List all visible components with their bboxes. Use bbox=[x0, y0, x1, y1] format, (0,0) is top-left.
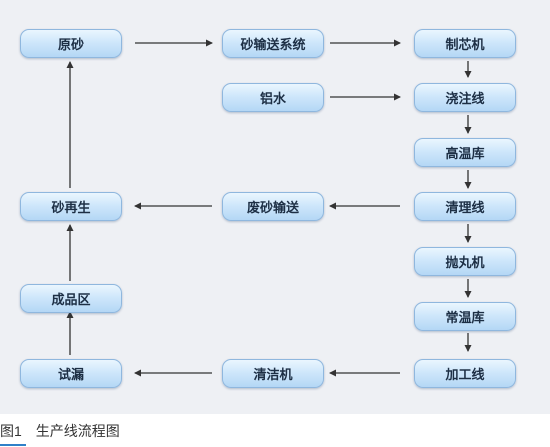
node-pouring-line: 浇注线 bbox=[414, 83, 516, 112]
caption-text: 生产线流程图 bbox=[35, 424, 120, 440]
figure-caption: 图1 生产线流程图 bbox=[0, 418, 120, 444]
caption-underline bbox=[0, 444, 26, 446]
node-cleaning-machine: 清洁机 bbox=[222, 359, 324, 388]
node-high-temp-storage: 高温库 bbox=[414, 138, 516, 167]
node-room-temp-storage: 常温库 bbox=[414, 302, 516, 331]
node-core-making: 制芯机 bbox=[414, 29, 516, 58]
node-shot-blasting: 抛丸机 bbox=[414, 247, 516, 276]
flowchart-panel: 原砂 砂再生 成品区 试漏 砂输送系统 铝水 废砂输送 清洁机 制芯机 浇注线 … bbox=[0, 0, 550, 414]
flow-arrows bbox=[66, 39, 472, 377]
node-machining-line: 加工线 bbox=[414, 359, 516, 388]
node-cleaning-line: 清理线 bbox=[414, 192, 516, 221]
node-finished-area: 成品区 bbox=[20, 284, 122, 313]
node-sand-conveying: 砂输送系统 bbox=[222, 29, 324, 58]
node-leak-test: 试漏 bbox=[20, 359, 122, 388]
caption-label: 图1 bbox=[0, 423, 22, 439]
node-sand-regeneration: 砂再生 bbox=[20, 192, 122, 221]
node-aluminum: 铝水 bbox=[222, 83, 324, 112]
node-waste-sand-conveying: 废砂输送 bbox=[222, 192, 324, 221]
node-raw-sand: 原砂 bbox=[20, 29, 122, 58]
